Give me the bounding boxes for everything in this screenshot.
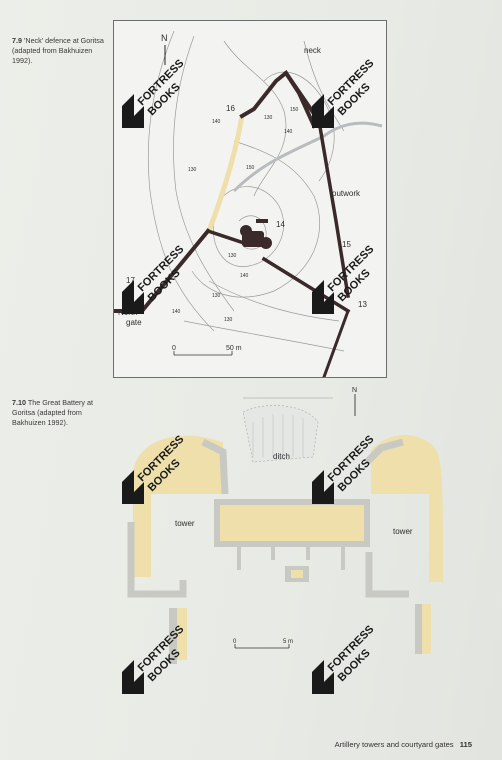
- figure-number: 7.10: [12, 398, 26, 407]
- figure-caption-text: 'Neck' defence at Goritsa (adapted from …: [12, 36, 104, 65]
- scale-label: 50 m: [226, 345, 242, 352]
- lower-left-fragment: [169, 608, 177, 664]
- label-tower-right: tower: [393, 527, 413, 536]
- curtain-buttresses: [237, 544, 345, 570]
- figure-7-9-map: 0 50 m N neck outwork 16 14 15 13 17 Nor…: [113, 20, 387, 378]
- scale-zero-label: 0: [172, 345, 176, 352]
- restored-wall-section: [206, 115, 245, 232]
- label-neck: neck: [304, 46, 322, 55]
- north-arrow-icon: N: [352, 387, 357, 416]
- figure-7-10-caption: 7.10 The Great Battery at Goritsa (adapt…: [12, 398, 110, 428]
- contour-value: 140: [240, 273, 249, 279]
- scale-bar: 0 50 m: [172, 345, 242, 356]
- label-point-17: 17: [126, 276, 135, 285]
- scale-zero-label: 0: [233, 639, 237, 645]
- north-label: N: [161, 33, 168, 43]
- lower-right-fragment: [415, 604, 422, 654]
- contour-value: 150: [246, 165, 255, 171]
- right-tower-wall: [365, 552, 409, 598]
- label-north-gate-line1: North: [118, 308, 138, 317]
- label-point-15: 15: [342, 240, 351, 249]
- label-ditch: ditch: [273, 452, 290, 461]
- neck-defence-plan: 0 50 m N neck outwork 16 14 15 13 17 Nor…: [114, 30, 383, 377]
- figure-7-9-caption: 7.9 'Neck' defence at Goritsa (adapted f…: [12, 36, 110, 66]
- label-outwork: outwork: [332, 189, 361, 198]
- figure-caption-text: The Great Battery at Goritsa (adapted fr…: [12, 398, 93, 427]
- contour-value: 130: [228, 253, 237, 259]
- running-footer-title: Artillery towers and courtyard gates: [334, 740, 454, 749]
- label-tower-left: tower: [175, 519, 195, 528]
- north-label: N: [352, 387, 357, 394]
- ditch-hatching: [252, 414, 304, 457]
- contour-values: 140 130 150 140 130 130 140 150 130 140 …: [172, 107, 299, 323]
- label-point-14: 14: [276, 220, 285, 229]
- label-north-gate-line2: gate: [126, 318, 142, 327]
- scale-label: 5 m: [283, 639, 293, 645]
- contour-value: 140: [284, 129, 293, 135]
- contour-value: 150: [290, 107, 299, 113]
- scale-bar: 0 5 m: [233, 639, 293, 649]
- curtain-wall: [214, 499, 370, 547]
- right-tower-wall-top: [364, 438, 404, 465]
- north-arrow-icon: N: [161, 33, 168, 65]
- stream-line: [232, 121, 383, 193]
- label-point-13: 13: [358, 300, 367, 309]
- contour-lines: [147, 30, 345, 352]
- left-tower-wall: [127, 522, 187, 598]
- page-number: 115: [459, 740, 472, 749]
- contour-value: 140: [172, 309, 181, 315]
- left-tower-fill: [133, 435, 223, 577]
- right-tower-fill: [371, 434, 443, 582]
- figure-7-10-plan: ditch N tower: [113, 382, 463, 682]
- label-point-16: 16: [226, 104, 235, 113]
- contour-value: 130: [188, 167, 197, 173]
- contour-value: 130: [212, 293, 221, 299]
- contour-value: 140: [212, 119, 221, 125]
- left-tower-wall-top: [201, 438, 229, 495]
- page-footer: Artillery towers and courtyard gates 115: [335, 740, 472, 749]
- fortification-walls: [114, 70, 351, 377]
- figure-number: 7.9: [12, 36, 22, 45]
- fort-14-structure: [240, 219, 272, 249]
- ditch-area: [242, 405, 319, 463]
- contour-value: 130: [264, 115, 273, 121]
- great-battery-plan: ditch N tower: [127, 387, 443, 664]
- central-block-fill: [291, 570, 303, 578]
- curtain-fill: [217, 502, 367, 544]
- contour-value: 130: [224, 317, 233, 323]
